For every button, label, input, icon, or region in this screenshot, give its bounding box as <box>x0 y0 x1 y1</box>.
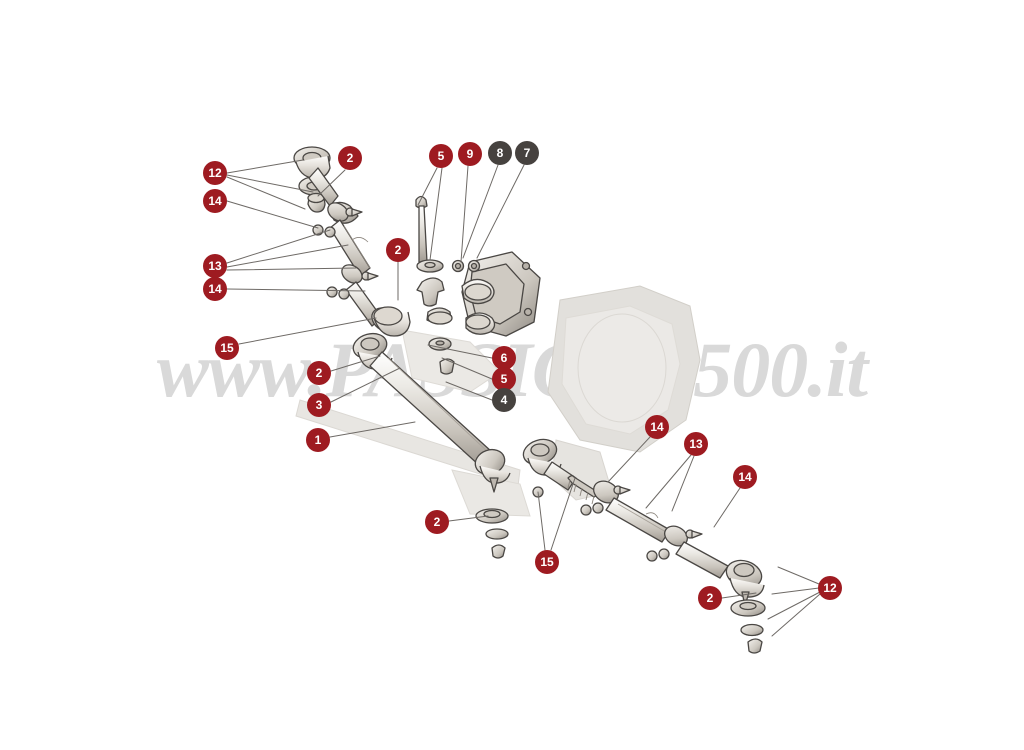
leader-line-c-13-b <box>645 454 692 509</box>
leader-line-c-12-a <box>226 176 306 210</box>
leader-line-c-2-e <box>721 592 757 599</box>
leader-line-c-13-a <box>226 267 357 271</box>
leader-line-c-12-b <box>767 591 821 620</box>
callout-marker-2[interactable]: 2 <box>338 146 362 170</box>
leader-line-c-2-a <box>317 169 346 197</box>
leader-line-c-13-b <box>671 455 695 512</box>
callout-marker-15[interactable]: 15 <box>535 550 559 574</box>
leader-line-c-13-a <box>226 244 349 268</box>
callout-marker-2[interactable]: 2 <box>307 361 331 385</box>
callout-marker-14[interactable]: 14 <box>645 415 669 439</box>
leader-line-c-2-d <box>448 515 489 522</box>
leader-line-c-5-a <box>429 167 443 261</box>
idler-bracket-and-hardware <box>415 195 541 375</box>
callout-marker-1[interactable]: 1 <box>306 428 330 452</box>
callout-marker-3[interactable]: 3 <box>307 393 331 417</box>
callout-marker-2[interactable]: 2 <box>386 238 410 262</box>
leader-line-c-12-a <box>226 174 314 193</box>
leader-line-c-7-a <box>476 164 525 259</box>
leader-line-c-12-b <box>771 593 821 637</box>
leader-line-c-14-d <box>713 487 741 528</box>
leader-line-c-12-a <box>226 159 304 174</box>
callout-marker-5[interactable]: 5 <box>429 144 453 168</box>
leader-line-c-9-a <box>460 165 469 263</box>
callout-marker-4[interactable]: 4 <box>492 388 516 412</box>
callout-marker-2[interactable]: 2 <box>698 586 722 610</box>
leader-line-c-13-a <box>226 229 331 264</box>
center-drag-link <box>352 332 511 559</box>
callout-marker-12[interactable]: 12 <box>203 161 227 185</box>
leader-line-c-14-b <box>226 288 366 292</box>
leader-line-c-15-b <box>550 477 576 551</box>
leader-line-c-6-a <box>427 344 493 359</box>
callout-marker-5[interactable]: 5 <box>492 367 516 391</box>
callout-marker-14[interactable]: 14 <box>733 465 757 489</box>
callout-marker-6[interactable]: 6 <box>492 346 516 370</box>
callout-marker-9[interactable]: 9 <box>458 142 482 166</box>
leader-line-c-2-c <box>330 355 381 372</box>
leader-line-c-12-b <box>777 566 820 585</box>
leader-line-c-14-c <box>607 436 651 483</box>
leader-line-c-15-b <box>537 491 546 551</box>
leader-line-c-8-a <box>462 164 499 259</box>
leader-line-c-12-b <box>771 587 820 595</box>
callout-marker-2[interactable]: 2 <box>425 510 449 534</box>
leader-line-c-14-a <box>226 200 319 229</box>
callout-marker-14[interactable]: 14 <box>203 277 227 301</box>
leader-line-c-15-a <box>238 317 377 345</box>
leader-line-c-1-a <box>329 421 416 438</box>
callout-marker-12[interactable]: 12 <box>818 576 842 600</box>
callout-marker-13[interactable]: 13 <box>684 432 708 456</box>
leader-lines <box>226 159 821 637</box>
callout-marker-14[interactable]: 14 <box>203 189 227 213</box>
leader-line-c-5-b <box>441 357 493 380</box>
leader-line-c-3-a <box>330 367 401 403</box>
callout-marker-8[interactable]: 8 <box>488 141 512 165</box>
leader-line-c-5-a <box>417 167 438 206</box>
callout-marker-13[interactable]: 13 <box>203 254 227 278</box>
lower-right-tie-rod-assembly <box>522 438 766 654</box>
leader-line-c-4-a <box>445 381 493 401</box>
callout-marker-7[interactable]: 7 <box>515 141 539 165</box>
callout-marker-15[interactable]: 15 <box>215 336 239 360</box>
